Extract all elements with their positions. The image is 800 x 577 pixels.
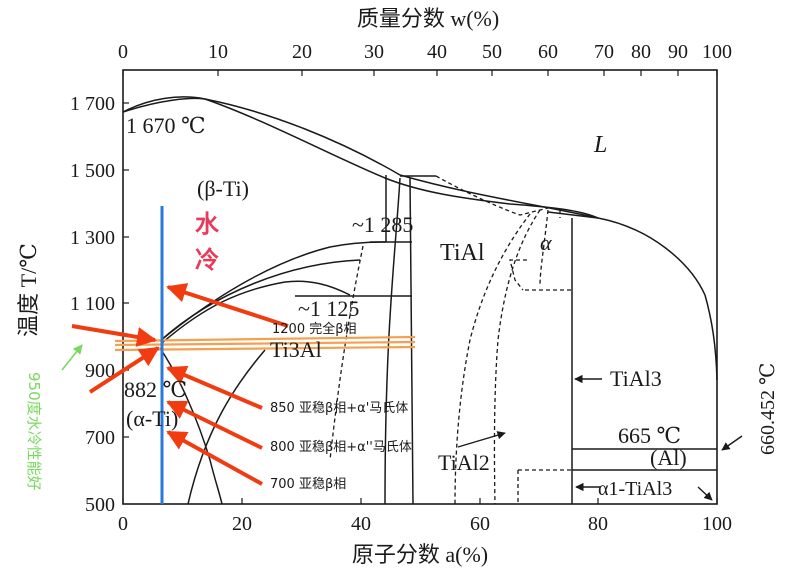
bottom-tick-label: 60: [470, 513, 490, 535]
bottom-tick-label: 40: [351, 513, 371, 535]
top-tick-label: 60: [538, 41, 558, 63]
left-tick-label: 1 300: [70, 227, 115, 249]
quench-label-1: 水: [195, 210, 220, 238]
ti3al-right-boundary: [409, 177, 414, 505]
green-note-arrow: [61, 344, 83, 371]
tial-peritectic-isotherm: [547, 211, 599, 219]
temp-665: 665 ℃: [618, 423, 681, 448]
label-al: (Al): [650, 445, 687, 470]
top-tick-label: 0: [118, 41, 128, 63]
label-tial: TiAl: [440, 240, 485, 266]
label-beta-ti: (β-Ti): [197, 176, 249, 201]
beta-alpha-boundary: [159, 259, 361, 342]
ti3al-alpha-boundary: [161, 280, 351, 344]
black-pointer-arrows: [457, 374, 743, 501]
top-axis-ticks: [122, 70, 718, 76]
temp-1125: ~1 125: [298, 296, 359, 321]
orange-temperature-band: [114, 335, 416, 352]
top-tick-label: 90: [668, 41, 688, 63]
left-tick-label: 1 500: [70, 160, 115, 182]
annotation-850: 850 亚稳β相+α'马氏体: [270, 400, 408, 416]
top-axis-title: 质量分数 w(%): [357, 6, 499, 31]
left-tick-label: 700: [85, 427, 115, 449]
liquidus-curve: [122, 96, 718, 381]
bottom-tick-label: 80: [588, 513, 608, 535]
temp-1670: 1 670 ℃: [126, 113, 206, 138]
temp-882: 882 ℃: [124, 377, 187, 402]
quench-label-hidden: 水冷: [0, 0, 2, 1]
bottom-axis-ticks: [122, 498, 718, 504]
top-tick-label: 100: [702, 41, 732, 63]
bottom-tick-label: 0: [118, 513, 128, 535]
annotation-700: 700 亚稳β相: [270, 476, 346, 492]
temp-1285: ~1 285: [352, 212, 413, 237]
dashed-phase-boundaries: [329, 175, 572, 505]
annotation-800: 800 亚稳β相+α''马氏体: [270, 439, 412, 455]
label-alpha-small: α: [540, 230, 552, 255]
solidus-curve: [122, 97, 599, 219]
tial-left-boundary: [384, 177, 401, 505]
annotation-1200: 1200 完全β相: [272, 321, 357, 337]
label-liquid: L: [593, 132, 607, 158]
left-tick-label: 1 100: [70, 293, 115, 315]
left-tick-label: 500: [85, 494, 115, 516]
label-ti3al: Ti3Al: [270, 337, 322, 362]
bottom-axis-title: 原子分数 a(%): [352, 542, 488, 567]
top-tick-label: 10: [208, 41, 228, 63]
bottom-tick-label: 100: [702, 513, 732, 535]
top-tick-label: 50: [482, 41, 502, 63]
left-axis-title: 温度 T/℃: [16, 243, 41, 337]
label-tial2: TiAl2: [438, 450, 490, 475]
left-tick-label: 900: [85, 360, 115, 382]
top-tick-label: 40: [427, 41, 447, 63]
bottom-tick-label: 20: [232, 513, 252, 535]
top-tick-label: 20: [292, 41, 312, 63]
top-tick-label: 80: [631, 41, 651, 63]
solid-phase-boundaries: [122, 96, 718, 505]
temp-660: 660.452 ℃: [757, 363, 779, 455]
left-tick-label: 1 700: [70, 93, 115, 115]
label-tial3: TiAl3: [610, 366, 662, 391]
label-alpha-ti: (α-Ti): [126, 406, 178, 431]
side-note: 950度水冷性能好: [25, 372, 43, 491]
label-alpha1-tial3: α1-TiAl3: [598, 478, 672, 500]
quench-label-2: 冷: [195, 246, 219, 274]
ti3al-left-boundary: [187, 349, 266, 505]
plot-frame: [122, 69, 718, 505]
top-tick-label: 30: [364, 41, 384, 63]
red-annotation-arrows: [71, 283, 289, 486]
top-tick-label: 70: [594, 41, 614, 63]
